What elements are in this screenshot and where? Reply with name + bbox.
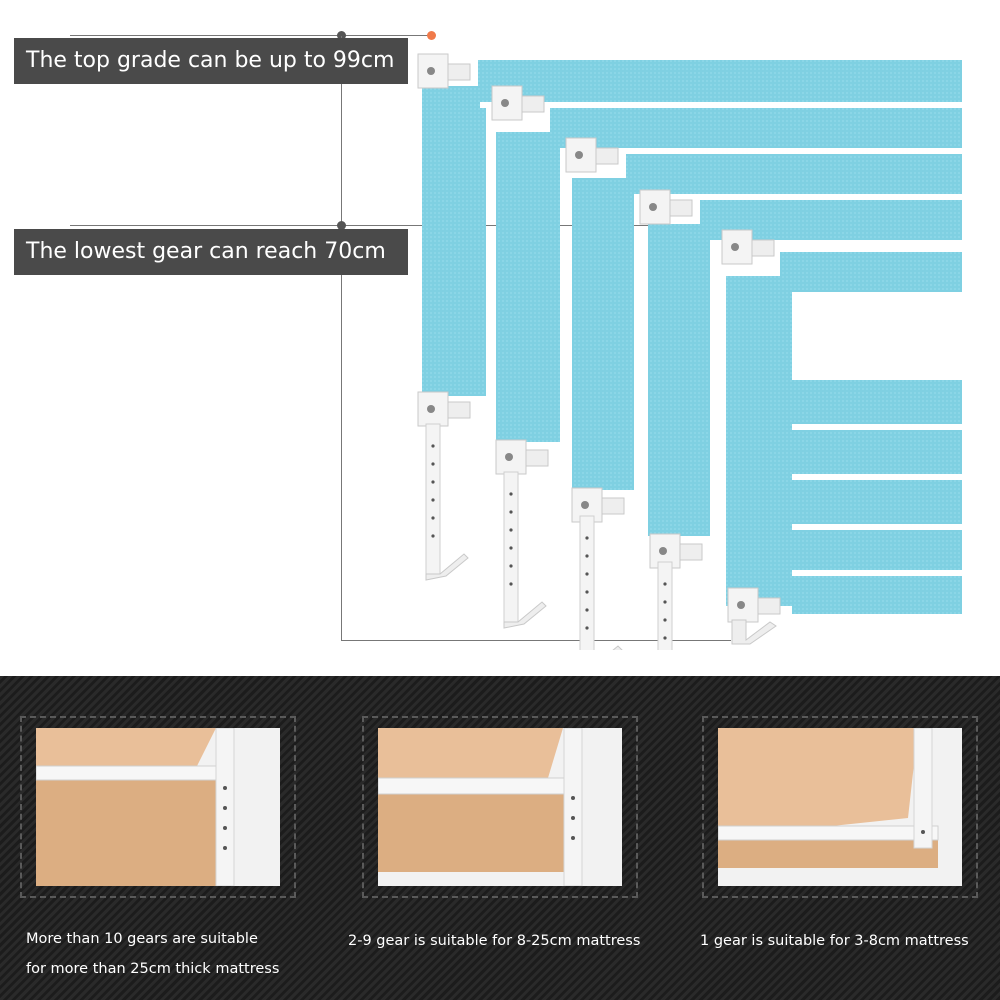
bed-rail-78cm — [639, 189, 962, 650]
guide-line-vertical — [341, 36, 342, 640]
bed-rail-85cm — [565, 137, 962, 650]
panel-thin-mattress — [702, 716, 978, 898]
guide-line-bottom — [341, 640, 731, 641]
guide-dot — [337, 221, 346, 230]
guide-line-top — [70, 35, 432, 36]
caption-medium: 2-9 gear is suitable for 8-25cm mattress — [348, 933, 641, 949]
mattress-compatibility-section: More than 10 gears are suitable for more… — [0, 676, 1000, 1000]
bed-rail-99cm — [417, 53, 962, 581]
guide-dot-accent — [427, 31, 436, 40]
caption-thin: 1 gear is suitable for 3-8cm mattress — [700, 933, 969, 949]
top-grade-label: The top grade can be up to 99cm — [14, 38, 408, 84]
caption-thick-line1: More than 10 gears are suitable — [26, 931, 258, 947]
guide-dot — [337, 31, 346, 40]
caption-thick-line2: for more than 25cm thick mattress — [26, 961, 280, 977]
bed-rail-70cm — [721, 229, 962, 645]
thin-mattress-illustration — [718, 728, 962, 886]
medium-mattress-illustration — [378, 728, 622, 886]
bed-rail-heights-graphic — [417, 53, 962, 650]
bed-rail-92cm — [491, 85, 962, 629]
product-illustration: The top grade can be up to 99cm The lowe… — [14, 31, 962, 650]
panel-thick-mattress — [20, 716, 296, 898]
guide-line-mid — [70, 225, 730, 226]
thick-mattress-illustration — [36, 728, 280, 886]
lowest-gear-label: The lowest gear can reach 70cm — [14, 229, 408, 275]
panel-medium-mattress — [362, 716, 638, 898]
